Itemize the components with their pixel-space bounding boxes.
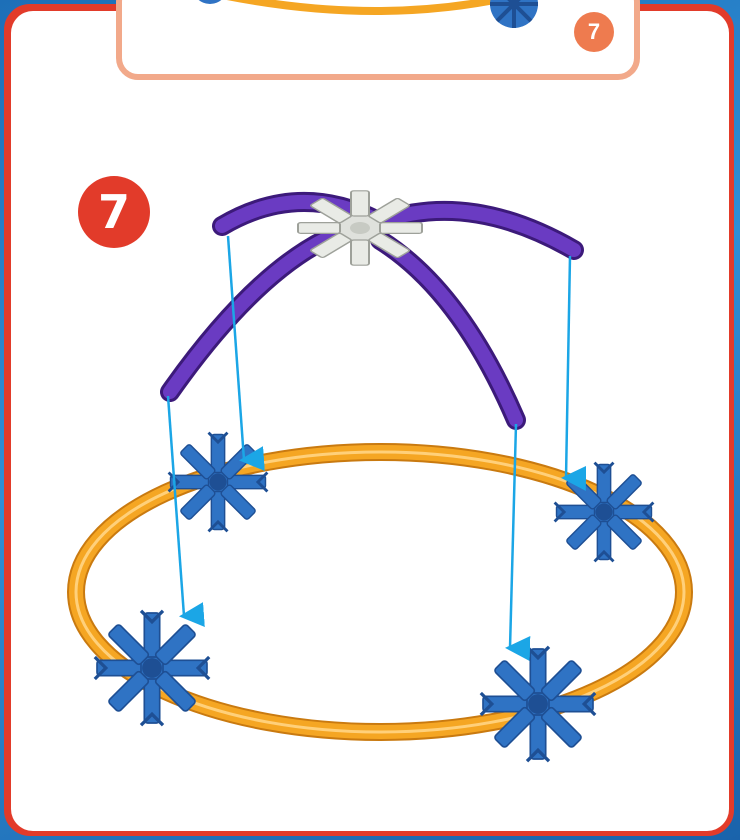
step-number-badge: 7 xyxy=(78,176,150,248)
blue-connector-front-right xyxy=(481,647,595,761)
white-hub xyxy=(298,191,422,265)
arrow-to-right xyxy=(566,256,570,478)
previous-step-panel: 7 xyxy=(116,0,640,80)
prev-connector-right xyxy=(490,0,538,28)
assembly-arrows xyxy=(168,236,570,648)
arrow-to-back-left xyxy=(228,236,244,460)
previous-step-badge: 7 xyxy=(574,12,614,52)
prev-connector-left xyxy=(192,0,228,4)
arrow-to-front-left xyxy=(168,396,184,616)
blue-connector-back-left xyxy=(169,433,268,532)
previous-step-illustration xyxy=(122,0,640,80)
